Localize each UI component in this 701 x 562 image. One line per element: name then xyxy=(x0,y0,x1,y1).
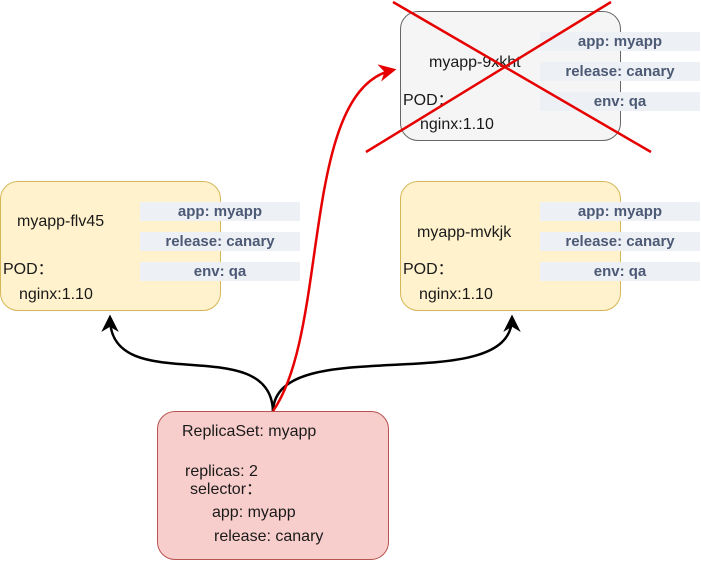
pod-name-deleted: myapp-9xkht xyxy=(429,54,521,71)
pod-label-env-deleted: env: qa xyxy=(540,92,700,111)
pod-label-app-right: app: myapp xyxy=(540,202,700,221)
edge-replicaset-to-pod-right xyxy=(271,314,521,412)
pod-kind-deleted: POD： xyxy=(403,92,454,109)
pod-label-env-right: env: qa xyxy=(540,262,700,281)
replicaset-title: ReplicaSet: myapp xyxy=(182,423,317,440)
pod-label-release-left: release: canary xyxy=(140,232,300,251)
replicaset-selector: selector： xyxy=(190,481,263,498)
pod-label-app-left: app: myapp xyxy=(140,202,300,221)
pod-label-release-right: release: canary xyxy=(540,232,700,251)
pod-name-left: myapp-flv45 xyxy=(17,213,105,230)
replicaset-selector-app: app: myapp xyxy=(212,504,296,521)
pod-label-release-deleted: release: canary xyxy=(540,62,700,81)
replicaset-selector-release: release: canary xyxy=(214,528,324,545)
pod-label-env-left: env: qa xyxy=(140,262,300,281)
pod-label-app-deleted: app: myapp xyxy=(540,32,700,51)
pod-image-left: nginx:1.10 xyxy=(19,286,93,303)
pod-kind-right: POD： xyxy=(403,261,454,278)
replicaset-replicas: replicas: 2 xyxy=(185,463,258,480)
pod-image-right: nginx:1.10 xyxy=(419,286,493,303)
replicaset-box xyxy=(157,411,389,560)
pod-image-deleted: nginx:1.10 xyxy=(420,116,494,133)
pod-name-right: myapp-mvkjk xyxy=(417,224,512,241)
edge-replicaset-to-pod-left xyxy=(101,314,275,412)
pod-kind-left: POD： xyxy=(3,261,54,278)
